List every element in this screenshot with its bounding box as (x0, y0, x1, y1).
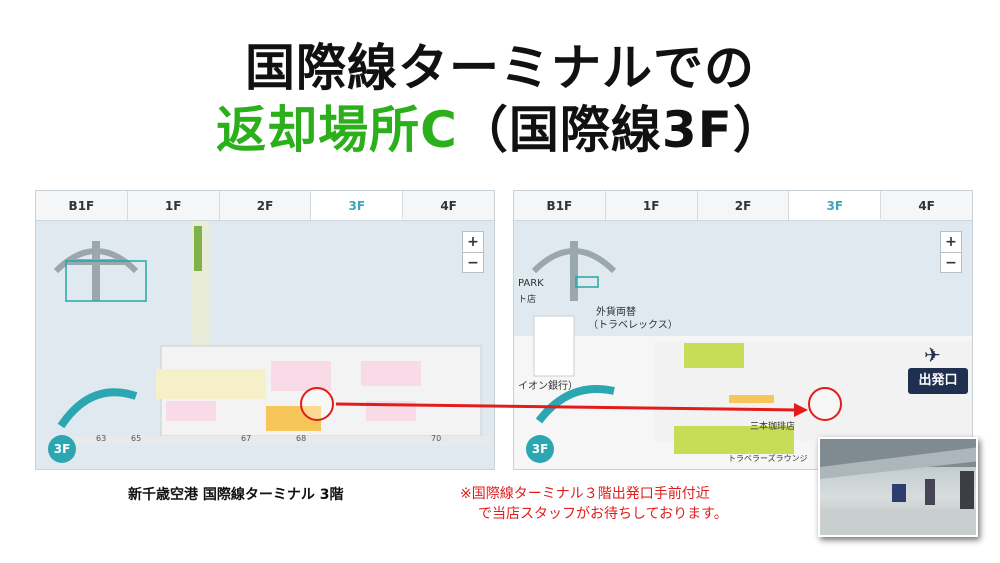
control-tower-icon (53, 241, 147, 302)
pickup-note-line1: ※国際線ターミナル３階出発口手前付近 (460, 486, 710, 502)
park-label: PARK (518, 278, 544, 289)
park-sub-label: ト店 (518, 295, 537, 305)
tab-4f[interactable]: 4F (440, 199, 457, 213)
floor-badge-right: 3F (526, 435, 554, 463)
zoom-out-button-right[interactable]: − (941, 252, 961, 272)
tab-1f-right[interactable]: 1F (606, 191, 698, 220)
floor-badge: 3F (48, 435, 76, 463)
departure-airplane-icon: ✈ (924, 343, 941, 367)
zoom-control: + − (462, 231, 484, 273)
bank-label: イオン銀行） (518, 381, 578, 392)
headline-return-place: 返却場所C (216, 101, 458, 159)
tab-3f-right[interactable]: 3F (789, 191, 882, 220)
zoom-in-button-right[interactable]: + (945, 234, 957, 250)
map-floorplan: 63 65 67 68 70 (51, 221, 491, 446)
pickup-marker-right (808, 387, 842, 421)
tab-2f-right[interactable]: 2F (698, 191, 790, 220)
zoom-out-button[interactable]: − (463, 252, 483, 272)
svg-text:67: 67 (241, 434, 251, 443)
zoom-in-button[interactable]: + (467, 234, 479, 250)
map-caption: 新千歳空港 国際線ターミナル 3階 (128, 487, 344, 503)
headline-line2: 返却場所C（国際線3F） (0, 90, 1000, 162)
pickup-note: ※国際線ターミナル３階出発口手前付近 で当店スタッフがお待ちしております。 (460, 484, 728, 524)
floor-map-left[interactable]: B1F 1F 2F 3F 4F 63 65 67 68 70 (35, 190, 495, 470)
terminal-photo-art (820, 439, 976, 535)
headline-line1: 国際線ターミナルでの (245, 39, 755, 97)
svg-text:68: 68 (296, 434, 306, 443)
floor-tabs: B1F 1F 2F 3F 4F (36, 191, 494, 221)
pickup-marker (300, 387, 334, 421)
svg-text:65: 65 (131, 434, 141, 443)
zoom-control-right: + − (940, 231, 962, 273)
tab-2f[interactable]: 2F (220, 191, 312, 220)
exchange-label: 外貨両替 (596, 307, 636, 318)
cafe-label: 三本珈琲店 (750, 422, 796, 432)
tab-1f[interactable]: 1F (128, 191, 220, 220)
floor-map-right[interactable]: B1F 1F 2F 3F 4F PARK ト店 外貨両替 （トラベレックス） イ… (513, 190, 973, 470)
svg-text:70: 70 (431, 434, 441, 443)
tab-3f[interactable]: 3F (311, 191, 404, 220)
terminal-photo (818, 437, 978, 537)
tab-b1f-right[interactable]: B1F (514, 191, 606, 220)
pickup-note-line2: で当店スタッフがお待ちしております。 (478, 506, 728, 522)
tab-4f-right[interactable]: 4F (918, 199, 935, 213)
floor-tabs-right: B1F 1F 2F 3F 4F (514, 191, 972, 221)
exchange-sub-label: （トラベレックス） (588, 320, 678, 331)
departure-exit-sign: 出発口 (908, 368, 968, 394)
headline-floor-note: （国際線3F） (457, 101, 784, 159)
tab-b1f[interactable]: B1F (36, 191, 128, 220)
lounge-label: トラベラーズラウンジ (728, 454, 808, 463)
svg-text:63: 63 (96, 434, 106, 443)
